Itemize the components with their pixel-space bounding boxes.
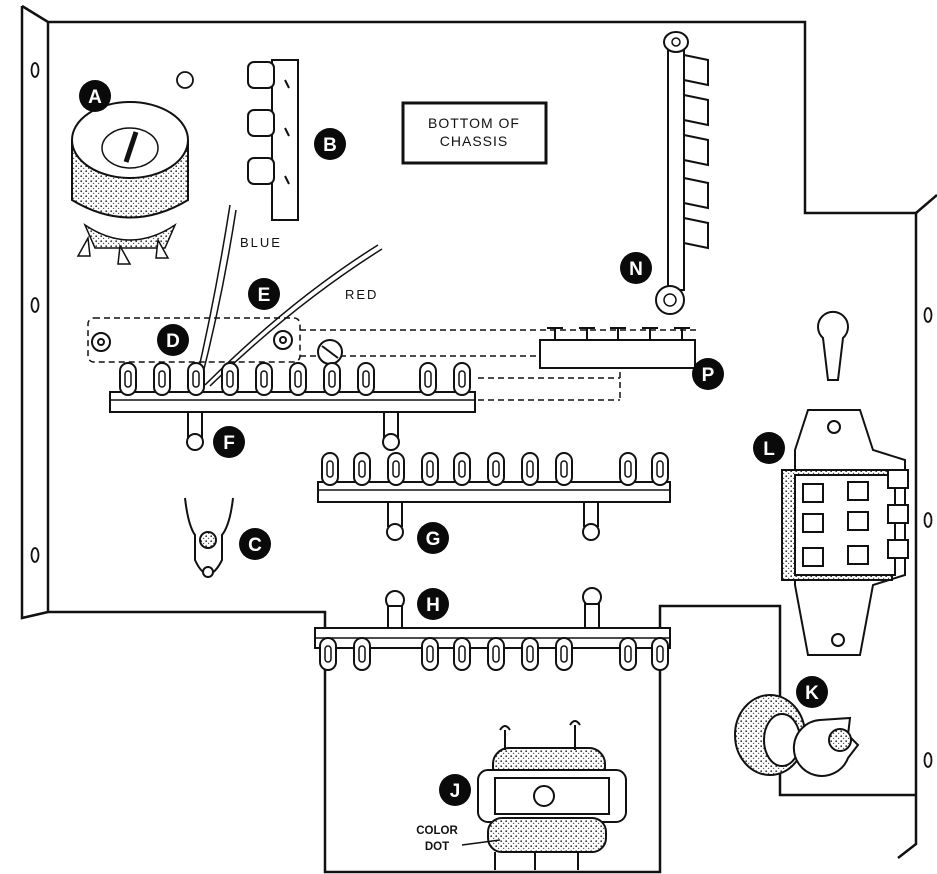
svg-text:CHASSIS: CHASSIS [440, 133, 508, 149]
callout-c: C [239, 528, 271, 560]
callout-k: K [796, 676, 828, 708]
bottom-of-chassis-label: BOTTOM OF CHASSIS [401, 101, 548, 165]
terminal-strip-g [317, 452, 671, 541]
terminal-strip-f [109, 362, 476, 451]
callout-a: A [79, 80, 111, 112]
terminal-strip-n [655, 31, 709, 315]
svg-text:K: K [805, 683, 819, 704]
socket-l [781, 310, 909, 656]
terminal-strip-b [247, 59, 299, 221]
mounting-nuts [91, 330, 343, 365]
callout-e: E [248, 278, 280, 310]
svg-text:L: L [763, 439, 775, 460]
svg-text:C: C [248, 535, 262, 556]
svg-text:P: P [702, 365, 715, 386]
svg-text:G: G [426, 529, 441, 550]
callout-f: F [213, 426, 245, 458]
mounting-area-d [87, 317, 700, 401]
clip-c [184, 497, 234, 578]
color-dot-label: COLOR DOT [416, 825, 501, 853]
svg-text:D: D [166, 331, 180, 352]
socket-strip-p [539, 327, 696, 369]
potentiometer [71, 101, 189, 265]
terminal-strip-h [314, 587, 671, 671]
callout-n: N [620, 252, 652, 284]
svg-text:J: J [450, 781, 461, 802]
svg-text:E: E [258, 285, 271, 306]
red-wire-label: RED [345, 287, 378, 302]
svg-text:F: F [223, 433, 235, 454]
svg-text:A: A [88, 87, 102, 108]
callout-d: D [157, 324, 189, 356]
callout-g: G [417, 522, 449, 554]
svg-text:COLOR: COLOR [416, 825, 458, 837]
callout-j: J [439, 774, 471, 806]
svg-text:B: B [323, 135, 337, 156]
svg-text:DOT: DOT [425, 841, 449, 853]
callout-h: H [417, 588, 449, 620]
svg-text:N: N [629, 259, 643, 280]
chassis-mounting-holes [30, 62, 933, 768]
svg-text:H: H [426, 595, 440, 616]
callout-b: B [314, 128, 346, 160]
callout-p: P [692, 358, 724, 390]
blue-wire-label: BLUE [240, 235, 282, 250]
transformer-j [477, 720, 627, 870]
control-k [734, 694, 860, 777]
svg-text:BOTTOM OF: BOTTOM OF [428, 115, 520, 131]
callout-l: L [753, 432, 785, 464]
